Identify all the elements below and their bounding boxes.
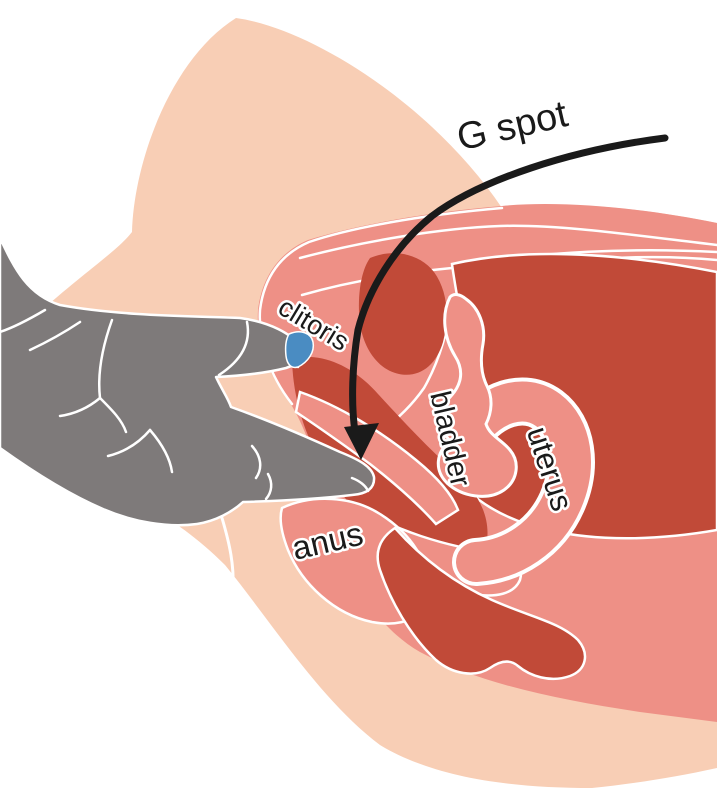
hand-illustration (0, 236, 376, 527)
rectum-shape (376, 526, 587, 681)
gluteal-crease-line (220, 516, 235, 590)
retropubic-region (358, 253, 447, 375)
bladder-shape (436, 293, 518, 498)
clitoris-shape (284, 331, 315, 369)
hand-silhouette (0, 236, 376, 527)
g-spot-arrow (344, 134, 669, 460)
g-spot-arrowhead (344, 423, 379, 460)
hand-crease-lines (0, 308, 370, 501)
uterus-shape (450, 381, 591, 582)
g-spot-arrow-shaft (349, 134, 669, 436)
